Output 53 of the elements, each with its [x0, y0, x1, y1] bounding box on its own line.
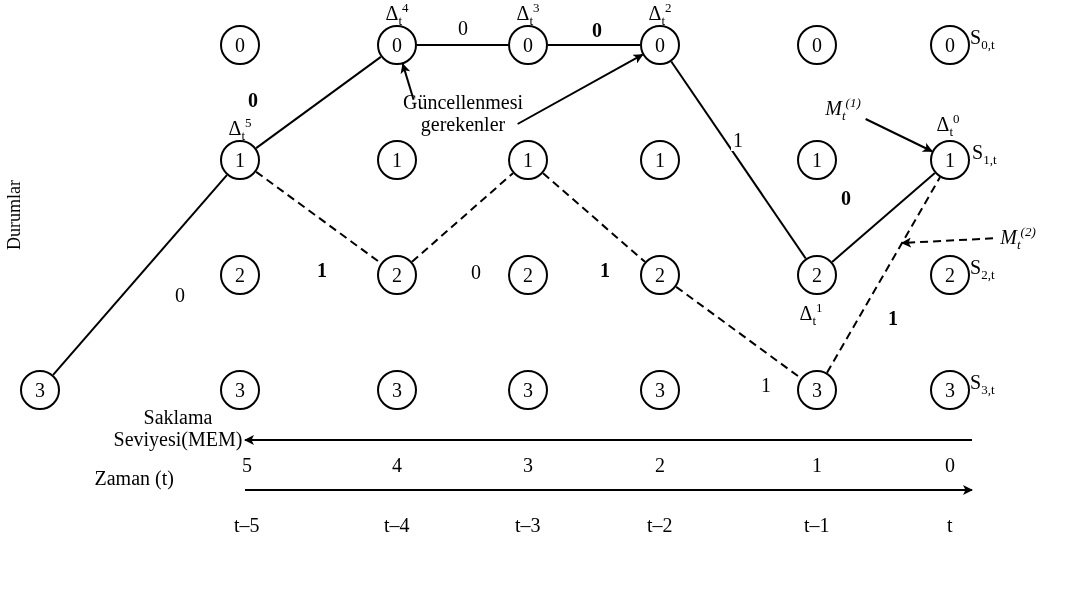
state-circle: 0: [640, 25, 680, 65]
trellis-path: [670, 60, 807, 260]
tick-label: t–1: [804, 514, 830, 536]
axis-label: Durumlar: [5, 179, 25, 250]
trellis-path: [542, 172, 646, 263]
tick-label: 0: [945, 454, 955, 476]
tick-label: t–4: [384, 514, 410, 536]
tick-label: 1: [812, 454, 822, 476]
tick-label: 3: [523, 454, 533, 476]
state-circle: 1: [930, 140, 970, 180]
tick-label: 4: [392, 454, 402, 476]
state-circle: 3: [640, 370, 680, 410]
trellis-path: [255, 55, 382, 150]
state-circle: 2: [640, 255, 680, 295]
tick-label: t–2: [647, 514, 673, 536]
arrow: [901, 237, 994, 248]
tick-label: t–3: [515, 514, 541, 536]
state-circle: 1: [220, 140, 260, 180]
state-circle: 0: [508, 25, 548, 65]
state-circle: 1: [640, 140, 680, 180]
trellis-path: [52, 174, 228, 376]
tick-label: t–5: [234, 514, 260, 536]
state-circle: 1: [508, 140, 548, 180]
state-circle: 1: [377, 140, 417, 180]
state-circle: 3: [797, 370, 837, 410]
tick-label: t: [947, 514, 953, 536]
trellis-path: [411, 172, 514, 263]
state-circle: 3: [508, 370, 548, 410]
trellis-path: [416, 44, 509, 46]
trellis-path: [826, 176, 941, 374]
state-circle: 0: [797, 25, 837, 65]
state-circle: 3: [930, 370, 970, 410]
arrow: [864, 118, 933, 153]
arrow: [400, 63, 415, 101]
trellis-path: [831, 172, 936, 263]
axis-label: Zaman (t): [94, 467, 174, 489]
state-circle: 0: [930, 25, 970, 65]
annotation-text: Güncellenmesi gerekenler: [398, 91, 528, 135]
state-circle: 3: [220, 370, 260, 410]
state-circle: 2: [797, 255, 837, 295]
state-circle: 3: [20, 370, 60, 410]
trellis-path: [547, 44, 641, 46]
state-circle: 3: [377, 370, 417, 410]
tick-label: 2: [655, 454, 665, 476]
state-circle: 2: [220, 255, 260, 295]
arrow: [516, 53, 644, 125]
state-circle: 2: [930, 255, 970, 295]
state-circle: 0: [377, 25, 417, 65]
state-circle: 2: [377, 255, 417, 295]
state-circle: 1: [797, 140, 837, 180]
state-circle: 0: [220, 25, 260, 65]
tick-label: 5: [242, 454, 252, 476]
state-circle: 2: [508, 255, 548, 295]
